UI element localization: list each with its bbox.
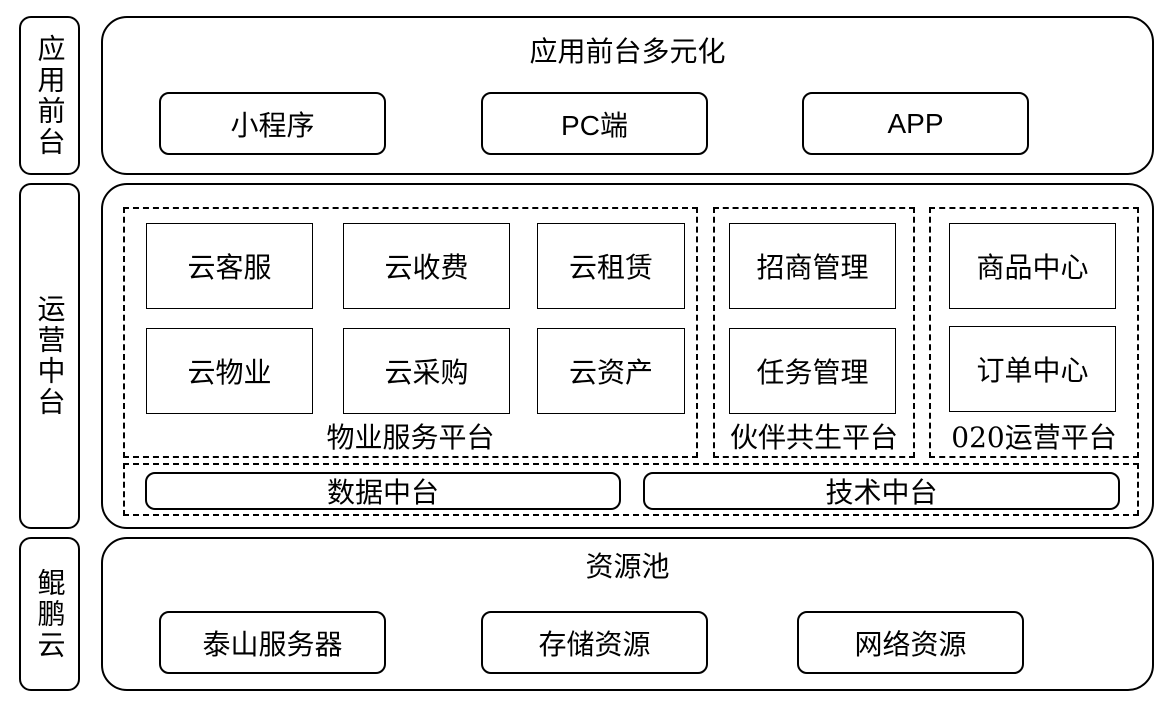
partner-platform-label: 伙伴共生平台 [729,421,898,454]
o2o-item-order-center-label: 订单中心 [976,354,1089,387]
o2o-platform-label: 020运营平台 [951,421,1117,454]
o2o-item-order-center: 订单中心 [949,326,1116,412]
frontend-item-pc: PC端 [481,92,708,155]
side-label-cloud: 鲲鹏云 [19,537,80,691]
partner-item-investment: 招商管理 [729,223,896,309]
property-item-leasing-label: 云租赁 [568,251,653,284]
cloud-item-network-label: 网络资源 [854,627,967,661]
partner-platform-group [713,207,915,458]
data-platform: 数据中台 [145,472,621,510]
property-item-leasing: 云租赁 [537,223,685,309]
property-platform-group [123,207,698,458]
frontend-item-app: APP [802,92,1029,155]
side-label-cloud-text: 鲲鹏云 [33,567,67,661]
side-label-frontend: 应用前台 [19,16,80,175]
frontend-title: 应用前台多元化 [529,35,726,68]
property-item-billing-label: 云收费 [384,251,469,284]
property-item-property-label: 云物业 [187,356,272,389]
property-item-customer-service-label: 云客服 [187,251,272,284]
partner-item-task-label: 任务管理 [756,356,869,389]
o2o-item-product-center: 商品中心 [949,223,1116,309]
side-label-frontend-text: 应用前台 [33,33,67,158]
property-item-procurement: 云采购 [343,328,510,414]
cloud-item-servers-label: 泰山服务器 [202,627,343,661]
cloud-item-storage: 存储资源 [481,611,708,674]
frontend-item-miniprogram: 小程序 [159,92,386,155]
o2o-platform-group [929,207,1139,458]
tech-platform-label: 技术中台 [825,476,938,509]
property-item-procurement-label: 云采购 [384,356,469,389]
side-label-middle: 运营中台 [19,183,80,529]
cloud-item-storage-label: 存储资源 [538,627,651,661]
base-platform-group [123,463,1139,516]
partner-item-task: 任务管理 [729,328,896,414]
property-item-assets: 云资产 [537,328,685,414]
partner-item-investment-label: 招商管理 [756,251,869,284]
frontend-item-app-label: APP [887,107,944,139]
cloud-title: 资源池 [585,550,670,583]
cloud-item-servers: 泰山服务器 [159,611,386,674]
property-item-assets-label: 云资产 [568,356,653,389]
property-item-property: 云物业 [146,328,313,414]
o2o-item-product-center-label: 商品中心 [976,251,1089,284]
frontend-item-miniprogram-label: 小程序 [230,108,315,142]
property-platform-label: 物业服务平台 [326,421,495,454]
data-platform-label: 数据中台 [326,476,439,509]
side-label-middle-text: 运营中台 [33,294,67,418]
tech-platform: 技术中台 [643,472,1120,510]
cloud-item-network: 网络资源 [797,611,1024,674]
property-item-customer-service: 云客服 [146,223,313,309]
frontend-item-pc-label: PC端 [561,109,628,141]
property-item-billing: 云收费 [343,223,510,309]
